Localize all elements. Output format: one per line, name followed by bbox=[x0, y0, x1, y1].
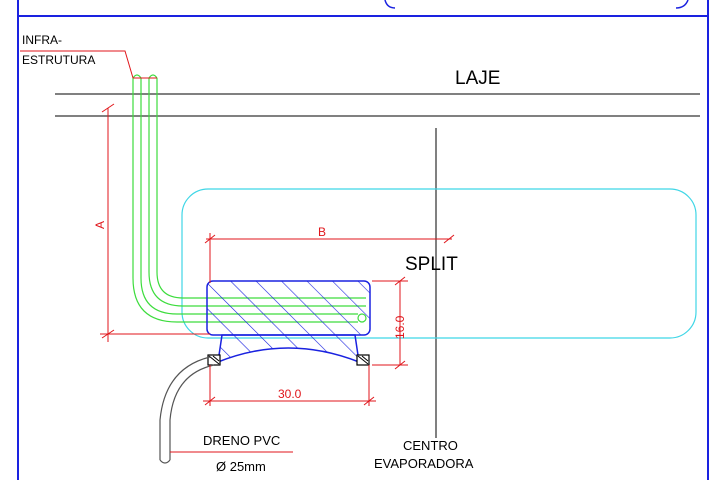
evaporator-outline bbox=[181, 188, 697, 339]
dimension-b-label: B bbox=[318, 225, 326, 239]
split-label: SPLIT bbox=[405, 254, 458, 275]
dimension-lines bbox=[20, 50, 455, 453]
dimension-width-label: 30.0 bbox=[278, 387, 302, 401]
centro-label-line1: CENTRO bbox=[403, 438, 458, 453]
dimension-a-label: A bbox=[93, 221, 107, 229]
drain-tray bbox=[206, 280, 371, 366]
infra-label-line1: INFRA- bbox=[22, 33, 62, 47]
dreno-label-line2: Ø 25mm bbox=[216, 459, 266, 474]
centro-label-line2: EVAPORADORA bbox=[374, 456, 474, 471]
slab-lines bbox=[55, 93, 700, 117]
laje-label: LAJE bbox=[455, 68, 500, 89]
infra-label-line2: ESTRUTURA bbox=[22, 53, 95, 67]
drain-hose bbox=[159, 356, 215, 464]
sheet-frame bbox=[17, 0, 709, 480]
dreno-label-line1: DRENO PVC bbox=[203, 433, 280, 448]
dimension-height-label: 16.0 bbox=[393, 315, 407, 339]
